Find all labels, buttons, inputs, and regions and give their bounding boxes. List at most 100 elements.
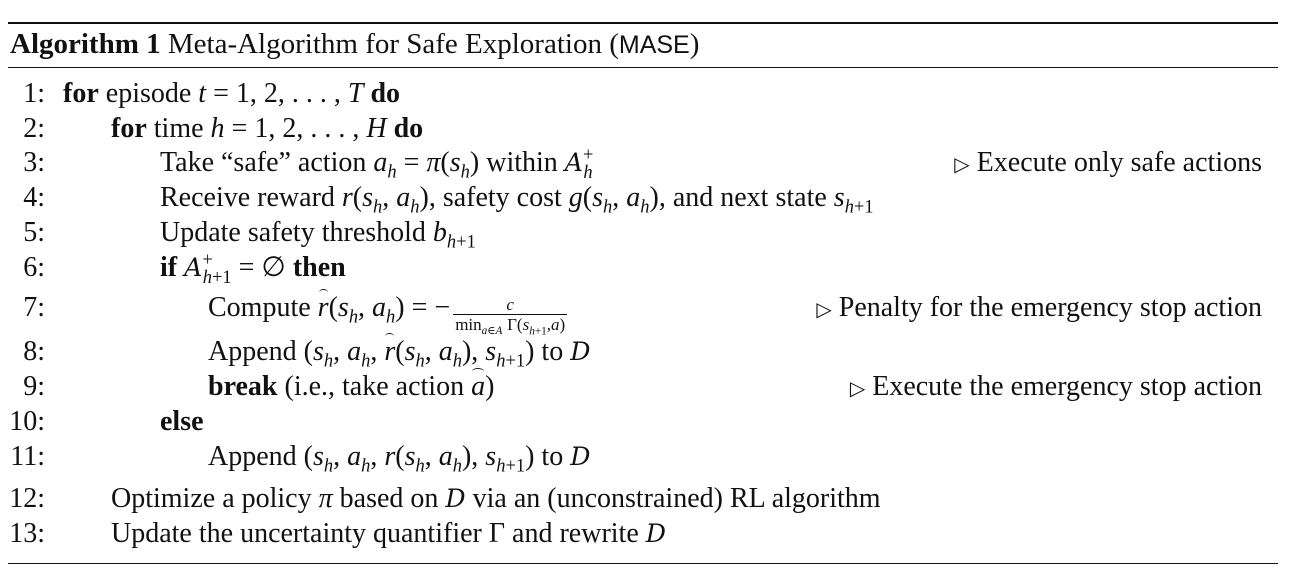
math-var: t xyxy=(198,78,207,109)
line-number: 13: xyxy=(9,518,45,549)
keyword-else: else xyxy=(160,406,204,437)
line-body: break (i.e., take action a) xyxy=(208,368,495,405)
algorithm-line-10: 10: else xyxy=(0,404,1290,440)
math-var: D xyxy=(445,484,466,513)
line-comment: ▷ Execute the emergency stop action xyxy=(850,369,1262,407)
line-text: , safety cost xyxy=(428,182,569,213)
math-expression: g(sh, ah) xyxy=(568,182,659,217)
comment-text: Penalty for the emergency stop action xyxy=(838,292,1262,323)
line-comment: ▷ Execute only safe actions xyxy=(954,145,1262,183)
top-rule xyxy=(8,22,1278,24)
line-number: 1: xyxy=(23,78,45,109)
line-number: 9: xyxy=(23,371,45,402)
keyword-do: do xyxy=(386,113,424,144)
algorithm-line-13: 13: Update the uncertainty quantifier Γ … xyxy=(0,516,1290,552)
algorithm-line-12: 12: Optimize a policy π based on D via a… xyxy=(0,481,1290,517)
line-body: Update safety threshold bh+1 xyxy=(160,215,476,251)
caption-rule xyxy=(8,67,1278,69)
line-text: Optimize a policy xyxy=(111,483,319,514)
algorithm-acronym: MASE xyxy=(618,31,690,59)
line-body: Update the uncertainty quantifier Γ and … xyxy=(111,516,666,552)
line-number: 2: xyxy=(23,113,45,144)
line-body: Append (sh, ah, r(sh, ah), sh+1) to D xyxy=(208,439,590,475)
math-expression: sh+1 xyxy=(833,182,874,217)
line-body: else xyxy=(160,404,204,440)
line-comment: ▷ Penalty for the emergency stop action xyxy=(816,290,1262,328)
keyword-for: for xyxy=(111,113,147,144)
math-range: = 1, 2, . . . , xyxy=(224,113,367,144)
line-text: (i.e., take action xyxy=(277,371,472,402)
algorithm-line-4: 4: Receive reward r(sh, ah), safety cost… xyxy=(0,180,1290,216)
algorithm-caption: Algorithm 1 Meta-Algorithm for Safe Expl… xyxy=(10,26,699,63)
line-text: to xyxy=(534,336,571,367)
line-text: to xyxy=(534,441,571,472)
math-expression: A+h+1 = ∅ xyxy=(184,249,286,287)
line-body: for time h = 1, 2, . . . , H do xyxy=(111,111,423,147)
math-expression: (sh, ah, r(sh, ah), sh+1) xyxy=(303,333,535,371)
algorithm-line-9: 9: break (i.e., take action a) ▷ Execute… xyxy=(0,368,1290,407)
line-number: 4: xyxy=(23,182,45,213)
math-var: D xyxy=(570,337,591,366)
caption-close: ) xyxy=(689,28,700,60)
algorithm-line-1: 1: for episode t = 1, 2, . . . , T do xyxy=(0,76,1290,112)
line-text: Append xyxy=(208,441,304,472)
math-var: T xyxy=(347,78,364,109)
line-text: episode xyxy=(98,78,199,109)
comment-text: Execute only safe actions xyxy=(976,147,1262,178)
line-text: within xyxy=(479,147,565,178)
math-expression: bh+1 xyxy=(432,217,476,252)
line-text: Update safety threshold xyxy=(160,217,433,248)
line-body: if A+h+1 = ∅ then xyxy=(160,250,346,286)
line-text: via an (unconstrained) RL algorithm xyxy=(465,483,881,514)
algorithm-line-5: 5: Update safety threshold bh+1 xyxy=(0,215,1290,251)
keyword-do: do xyxy=(363,78,401,109)
line-text: based on xyxy=(332,483,446,514)
line-text: ) xyxy=(485,371,495,402)
algorithm-title: Meta-Algorithm for Safe Exploration ( xyxy=(167,28,619,60)
line-number: 12: xyxy=(9,483,45,514)
line-number: 8: xyxy=(23,336,45,367)
algorithm-line-3: 3: Take “safe” action ah = π(sh) within … xyxy=(0,145,1290,181)
algorithm-line-6: 6: if A+h+1 = ∅ then xyxy=(0,250,1290,286)
comment-text: Execute the emergency stop action xyxy=(872,371,1262,402)
line-number: 11: xyxy=(10,441,45,472)
line-body: for episode t = 1, 2, . . . , T do xyxy=(63,76,400,112)
math-var: H xyxy=(366,113,387,144)
math-var: D xyxy=(570,442,591,471)
math-range: = 1, 2, . . . , xyxy=(206,78,348,109)
comment-triangle-icon: ▷ xyxy=(816,299,832,321)
keyword-break: break xyxy=(208,371,278,402)
line-text: , and next state xyxy=(658,182,834,213)
line-text: Compute xyxy=(208,292,318,323)
line-text: Append xyxy=(208,336,304,367)
math-expression: A+h xyxy=(564,144,594,182)
algorithm-line-8: 8: Append (sh, ah, r(sh, ah), sh+1) to D xyxy=(0,333,1290,371)
line-text: Take “safe” action xyxy=(160,147,374,178)
comment-triangle-icon: ▷ xyxy=(954,154,970,176)
line-number: 10: xyxy=(9,406,45,437)
math-expression: (sh, ah, r(sh, ah), sh+1) xyxy=(303,441,535,476)
bottom-rule xyxy=(8,563,1278,565)
comment-triangle-icon: ▷ xyxy=(849,378,866,400)
keyword-if: if xyxy=(160,252,178,283)
keyword-then: then xyxy=(285,252,346,283)
math-expression: r(sh, ah) xyxy=(341,182,429,217)
line-body: Append (sh, ah, r(sh, ah), sh+1) to D xyxy=(208,333,591,371)
line-number: 7: xyxy=(23,292,45,323)
line-number: 6: xyxy=(23,252,45,283)
algorithm-line-2: 2: for time h = 1, 2, . . . , H do xyxy=(0,111,1290,147)
algorithm-line-11: 11: Append (sh, ah, r(sh, ah), sh+1) to … xyxy=(0,439,1290,475)
line-body: Take “safe” action ah = π(sh) within A+h xyxy=(160,145,593,181)
math-var: h xyxy=(210,113,225,144)
line-number: 3: xyxy=(23,147,45,178)
line-text: Receive reward xyxy=(160,182,342,213)
line-body: Optimize a policy π based on D via an (u… xyxy=(111,481,881,517)
math-expression: ah = π(sh) xyxy=(373,147,480,182)
math-var: π xyxy=(318,483,333,514)
line-body: Receive reward r(sh, ah), safety cost g(… xyxy=(160,180,874,216)
algorithm-label: Algorithm 1 xyxy=(10,28,161,60)
